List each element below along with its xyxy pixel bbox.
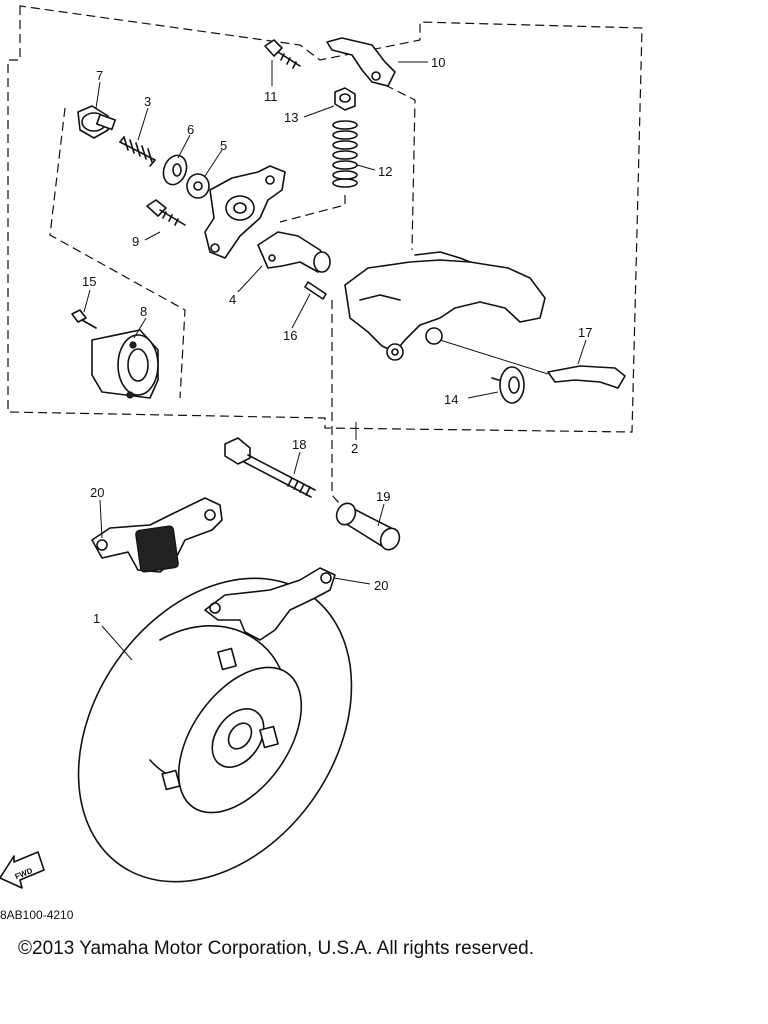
leader-6 <box>177 134 191 159</box>
callout-8: 8 <box>140 304 147 319</box>
callout-15: 15 <box>82 274 96 289</box>
part-12-spring <box>332 120 358 188</box>
part-13-nut <box>334 87 356 111</box>
callout-18: 18 <box>292 437 306 452</box>
assembly-boundary <box>7 5 643 433</box>
callout-13: 13 <box>284 110 298 125</box>
caliper-bracket <box>204 165 286 259</box>
leader-17 <box>577 339 587 365</box>
part-10-bracket <box>326 37 396 87</box>
callout-20b: 20 <box>374 578 388 593</box>
part-17-guide <box>439 339 549 375</box>
leader-3 <box>137 107 149 141</box>
leader-12 <box>356 164 376 171</box>
callout-10: 10 <box>431 55 445 70</box>
callout-3: 3 <box>144 94 151 109</box>
leader-16 <box>291 293 311 329</box>
callout-17: 17 <box>578 325 592 340</box>
leader-8 <box>133 317 147 339</box>
callout-12: 12 <box>378 164 392 179</box>
fwd-arrow-icon: FWD <box>0 851 45 889</box>
drawing-code: 8AB100-4210 <box>0 908 74 922</box>
assembly-guide-pin <box>331 300 346 511</box>
part-20-pad-lower <box>204 567 336 641</box>
copyright-notice: ©2013 Yamaha Motor Corporation, U.S.A. A… <box>18 938 534 959</box>
callout-14: 14 <box>444 392 458 407</box>
part-1-disc <box>77 577 353 883</box>
leader-19 <box>377 503 385 527</box>
leader-9 <box>144 231 161 241</box>
callout-20a: 20 <box>90 485 104 500</box>
leader-13 <box>303 105 335 118</box>
leader-14 <box>467 391 499 399</box>
part-3-spring <box>119 136 156 167</box>
leader-20b <box>333 577 371 585</box>
leader-5 <box>204 149 223 177</box>
part-18-bolt <box>224 437 316 498</box>
part-7-cap <box>77 105 117 139</box>
part-17-clip <box>547 365 626 389</box>
callout-1: 1 <box>93 611 100 626</box>
leader-1 <box>101 625 133 661</box>
leader-4 <box>237 265 263 293</box>
part-5-washer <box>186 173 210 199</box>
part-11-bolt <box>264 39 301 69</box>
callout-7: 7 <box>96 68 103 83</box>
part-8-cover <box>91 329 159 399</box>
part-16-pin <box>304 281 327 300</box>
assembly-guide-left <box>49 107 186 399</box>
callout-9: 9 <box>132 234 139 249</box>
assembly-guide-center <box>279 195 346 223</box>
caliper-housing <box>344 251 546 361</box>
part-20-pad-upper <box>91 497 223 573</box>
part-15-screw <box>71 309 97 329</box>
leader-18 <box>293 451 301 475</box>
part-14-pin <box>491 366 525 404</box>
part-19-sleeve <box>335 502 401 551</box>
part-9-bolt <box>146 199 186 226</box>
callout-2: 2 <box>351 441 358 456</box>
leader-20a <box>99 499 103 539</box>
callout-16: 16 <box>283 328 297 343</box>
callout-4: 4 <box>229 292 236 307</box>
leader-7 <box>95 81 101 109</box>
callout-19: 19 <box>376 489 390 504</box>
callout-11: 11 <box>264 89 278 104</box>
assembly-guide-right <box>384 84 416 251</box>
leader-15 <box>83 289 91 313</box>
callout-6: 6 <box>187 122 194 137</box>
callout-5: 5 <box>220 138 227 153</box>
part-4-cam <box>257 231 331 273</box>
part-6-washer <box>162 154 188 186</box>
